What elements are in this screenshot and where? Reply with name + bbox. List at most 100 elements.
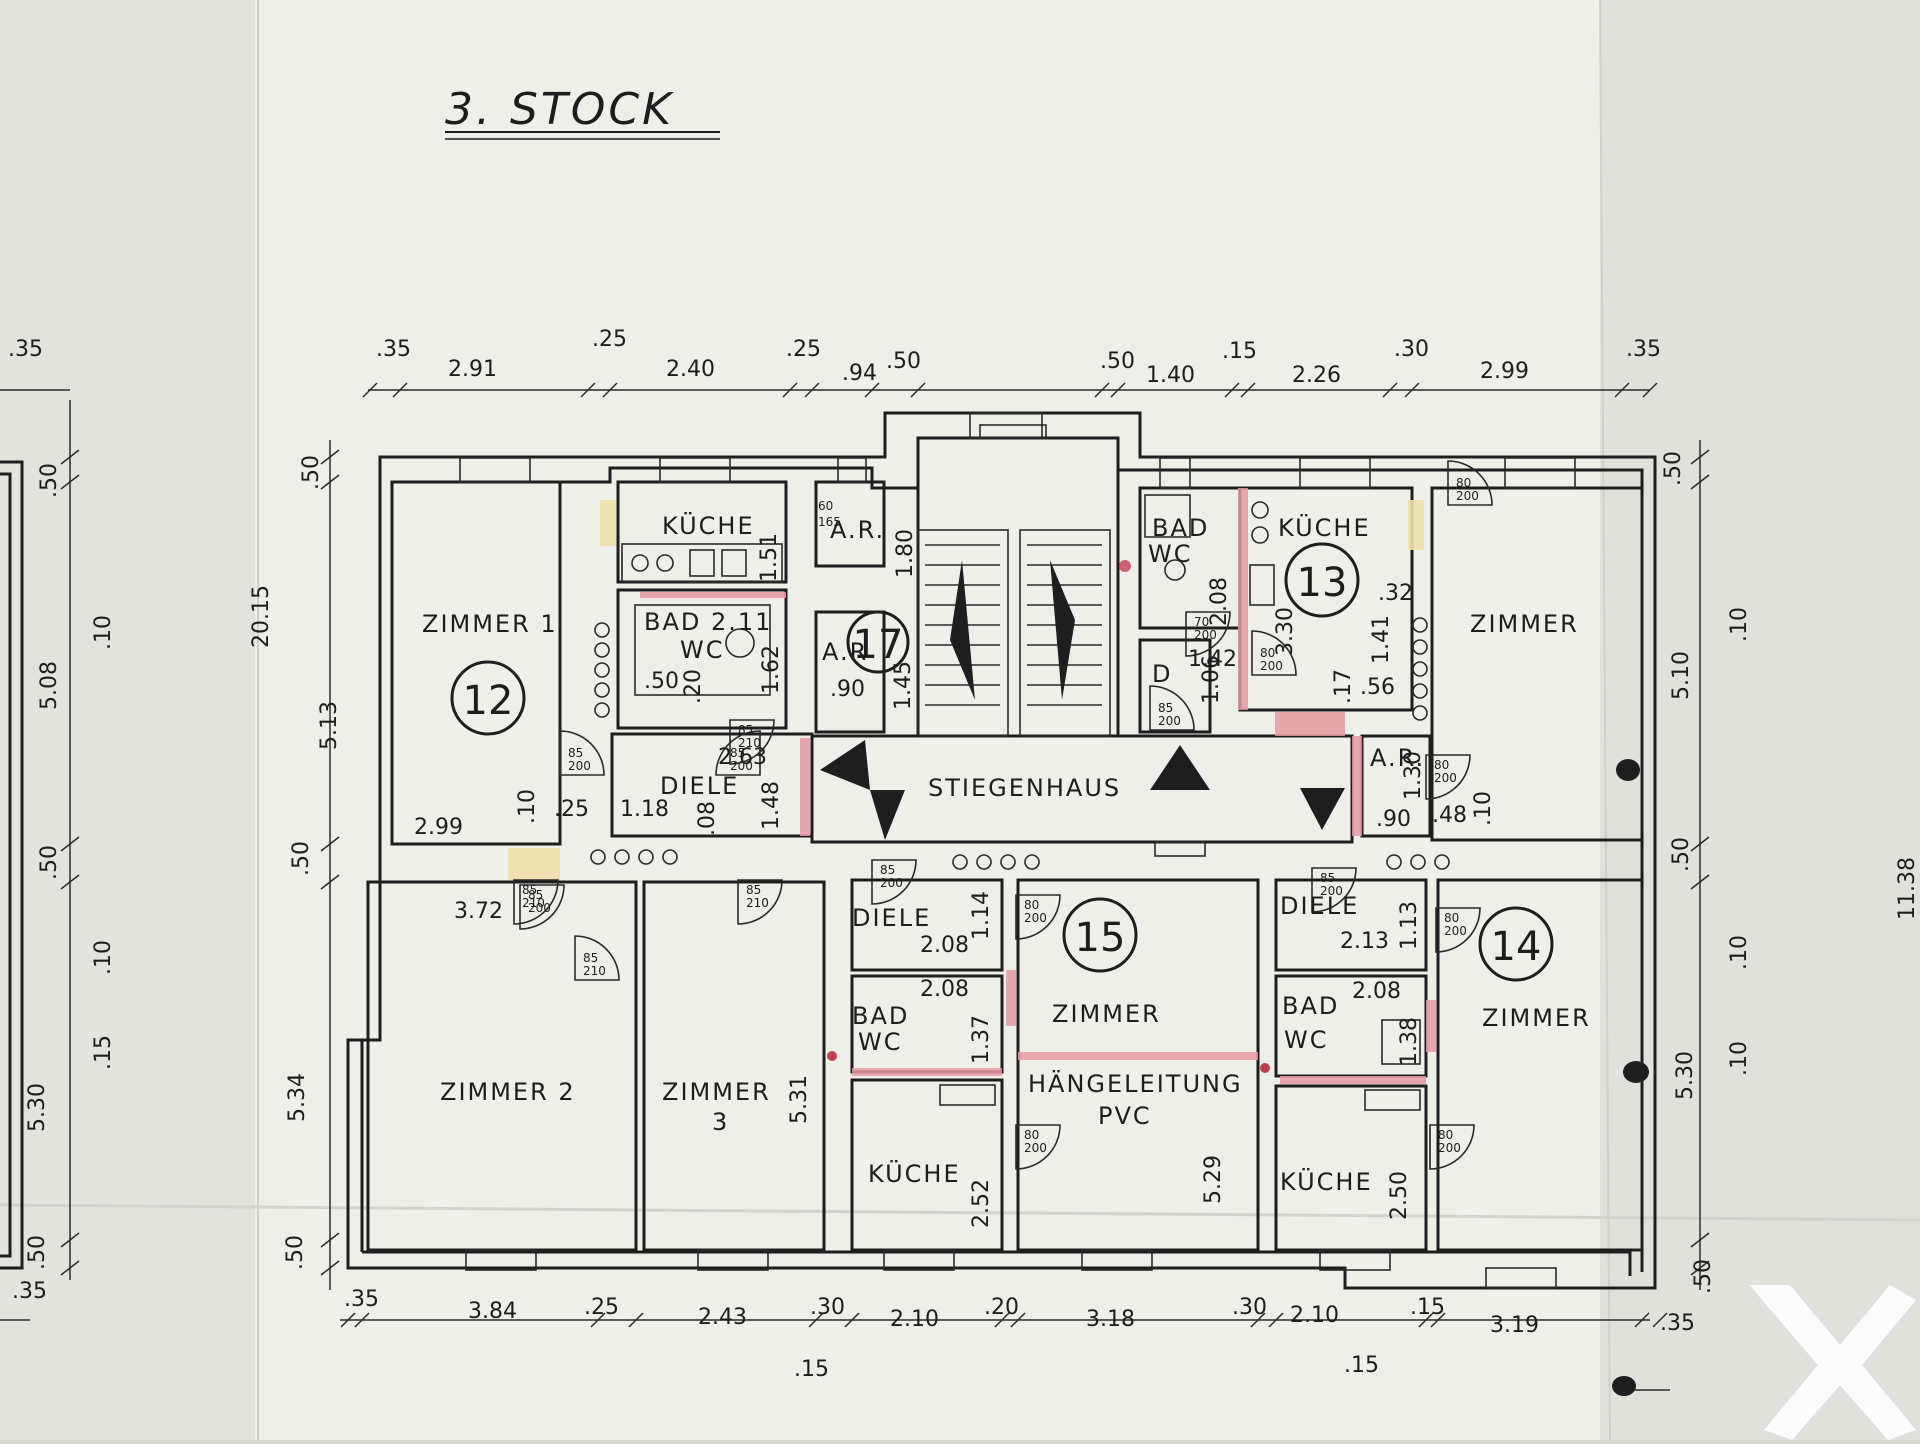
cupboard-circle — [638, 849, 654, 865]
dim-left-1: .50 — [37, 463, 62, 498]
door-width-label: 85 — [1320, 871, 1335, 885]
dimension-tick — [1418, 1312, 1434, 1328]
dimension-tick — [60, 1260, 80, 1276]
dim-left-mid-2: .15 — [91, 1035, 116, 1070]
room-label-bad-15: BAD — [852, 1002, 909, 1030]
dim-top-7: .50 — [1100, 349, 1135, 374]
dim-bottom-5: 2.10 — [890, 1307, 939, 1332]
door-width-label: 80 — [1438, 1128, 1453, 1142]
cupboard-circle — [594, 642, 610, 658]
dimension-tick — [354, 1312, 370, 1328]
note-pvc: PVC — [1098, 1102, 1152, 1130]
door-height-label: 200 — [1434, 771, 1457, 785]
cupboard-circle — [976, 854, 992, 870]
dim-right-3: 5.30 — [1673, 1051, 1698, 1100]
door-swing — [1429, 1124, 1475, 1170]
door-height-label: 200 — [1260, 659, 1283, 673]
dim-left-4: 5.30 — [25, 1083, 50, 1132]
dim-bottom-8: .30 — [1232, 1295, 1267, 1320]
dim-left-inner-4: 5.34 — [285, 1073, 310, 1122]
stairwell — [810, 424, 1354, 857]
dim-ar13-d: .10 — [1471, 791, 1496, 826]
dim-bottom-sub-1: .15 — [1344, 1353, 1379, 1378]
dim-top-3: 2.40 — [666, 357, 715, 382]
cupboard-circle — [594, 662, 610, 678]
dimension-tick — [602, 382, 618, 398]
cupboard-circle — [1412, 683, 1428, 699]
dimension-tick — [1690, 836, 1710, 852]
dim-left-6: .35 — [12, 1279, 47, 1304]
dimension-tick — [1690, 474, 1710, 490]
room-label-wc-15: WC — [858, 1028, 903, 1056]
dim-diele15-a: 2.08 — [920, 933, 969, 958]
door-width-label: 85 — [730, 746, 745, 760]
dim-diele14-a: 2.13 — [1340, 929, 1389, 954]
dim-top-5: .94 — [842, 361, 877, 386]
dim-right-1: 5.10 — [1669, 651, 1694, 700]
unit-number-15: 15 — [1075, 915, 1126, 961]
cupboard-circle — [594, 682, 610, 698]
left-dimension-labels: .35 .50 5.08 .50 5.30 .50 .35 .10 .10 .1… — [8, 337, 342, 1304]
dim-left-mid-1: .10 — [91, 940, 116, 975]
dim-ar13-c: .48 — [1432, 803, 1467, 828]
dimension-tick — [844, 1312, 860, 1328]
dimension-tick — [1652, 1312, 1668, 1328]
dim-left-2: 5.08 — [37, 661, 62, 710]
door-swing — [1425, 754, 1471, 800]
dimension-tick — [580, 382, 596, 398]
door-width-label: 80 — [1260, 646, 1275, 660]
dimension-tick — [1010, 1312, 1026, 1328]
dim-bottom-0: .35 — [344, 1287, 379, 1312]
door-width-label: 80 — [1024, 1128, 1039, 1142]
dimension-tick — [864, 382, 880, 398]
dim-top-8: 1.40 — [1146, 363, 1195, 388]
dimension-tick — [1690, 1232, 1710, 1248]
dimension-tick — [1642, 382, 1658, 398]
dimension-tick — [1224, 382, 1240, 398]
dim-diele12-e: .25 — [554, 797, 589, 822]
dim-ar13-b: .90 — [1376, 807, 1411, 832]
dim-bad13-a: 2.08 — [1207, 577, 1232, 626]
dim-bad14-b: 1.38 — [1397, 1017, 1422, 1066]
dim-top-1: 2.91 — [448, 357, 497, 382]
dimension-tick — [320, 836, 340, 852]
room-label-wc-13: WC — [1148, 540, 1193, 568]
dimension-tick — [808, 1312, 824, 1328]
dim-bottom-4: .30 — [810, 1295, 845, 1320]
dimension-tick — [1430, 1312, 1446, 1328]
room-label-bad-12: BAD 2.11 — [644, 608, 772, 636]
cupboard-circle — [1412, 661, 1428, 677]
left-paper-panel — [0, 0, 260, 1440]
room-label-diele-15: DIELE — [852, 904, 931, 932]
dim-bottom-9: 2.10 — [1290, 1303, 1339, 1328]
dim-z1-w: 2.99 — [414, 815, 463, 840]
door-height-label: 200 — [1456, 489, 1479, 503]
note-haengeleitung: HÄNGELEITUNG — [1028, 1069, 1243, 1098]
dim-bottom-sub-0: .15 — [794, 1357, 829, 1382]
dim-right-edge: 11.38 — [1895, 857, 1920, 920]
dimension-tick — [1268, 1312, 1284, 1328]
door-height-label: 200 — [528, 901, 551, 915]
dim-left-0: .35 — [8, 337, 43, 362]
door-height-label: 200 — [730, 759, 753, 773]
door-swing — [729, 719, 775, 765]
dim-top-6: .50 — [886, 349, 921, 374]
door-height-label: 200 — [1194, 628, 1217, 642]
dim-k15-h: 2.52 — [969, 1179, 994, 1228]
dim-bad13-b: 1.42 — [1188, 647, 1237, 672]
dim-top-0: .35 — [376, 337, 411, 362]
door-width-label: 85 — [583, 951, 598, 965]
cupboard-circle — [594, 702, 610, 718]
dimension-tick — [320, 449, 340, 465]
dimension-tick — [320, 474, 340, 490]
dim-right-mid-1: .10 — [1727, 935, 1752, 970]
door-width-label: 85 — [522, 883, 537, 897]
door-swing — [737, 879, 783, 925]
dim-right-mid-2: .10 — [1727, 1041, 1752, 1076]
dim-bottom-7: 3.18 — [1086, 1307, 1135, 1332]
dim-left-inner-3: .50 — [289, 841, 314, 876]
door-swing — [1015, 894, 1061, 940]
bottom-dimension-labels: .35 3.84 .25 2.43 .30 2.10 .20 3.18 .30 … — [344, 1287, 1695, 1382]
cupboard-circle — [952, 854, 968, 870]
